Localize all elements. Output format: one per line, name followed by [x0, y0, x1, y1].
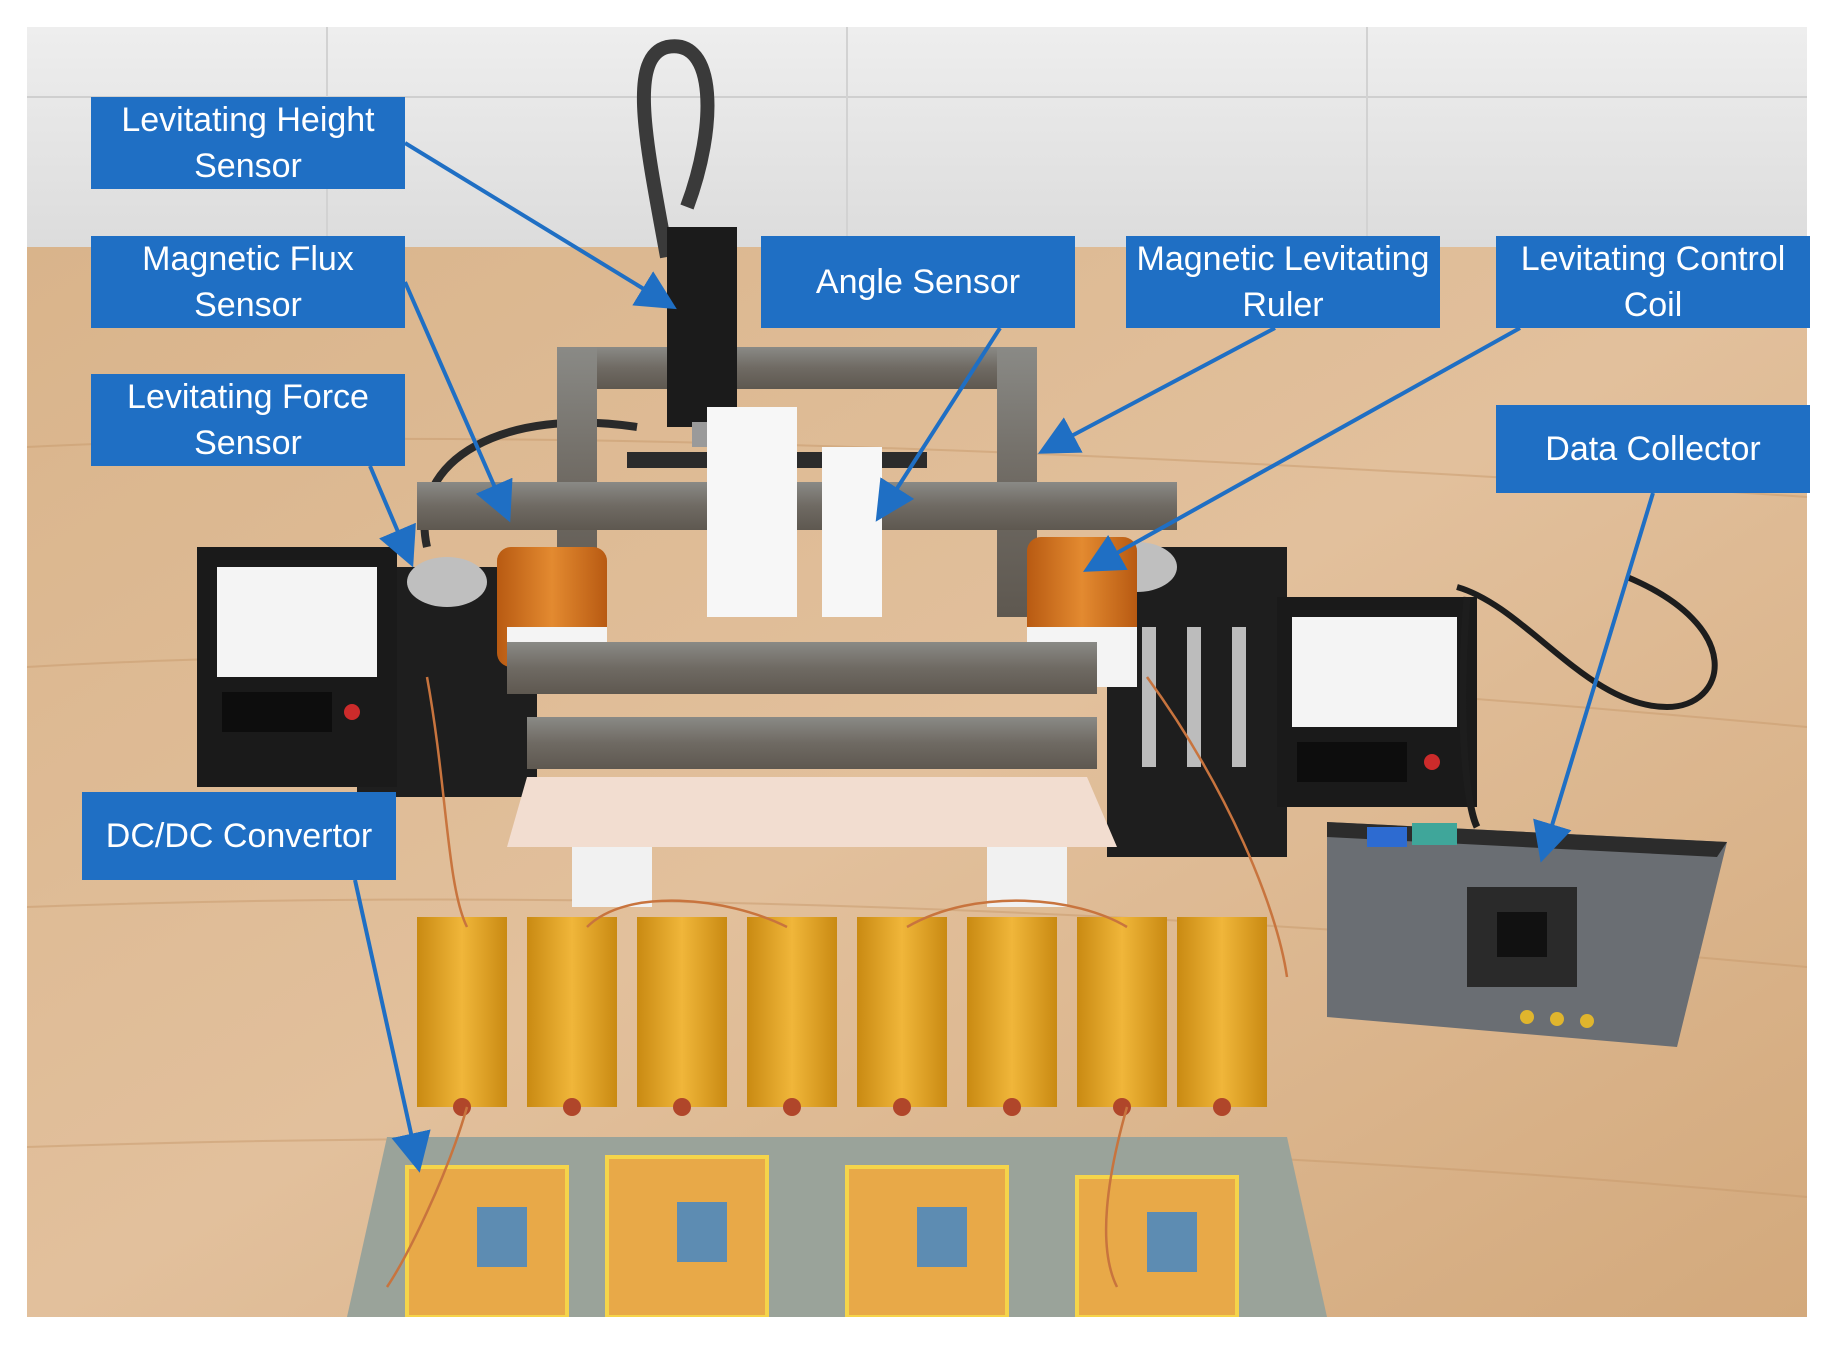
label-magnetic-flux-sensor: Magnetic Flux Sensor	[91, 236, 405, 328]
label-magnetic-levitating-ruler: Magnetic Levitating Ruler	[1126, 236, 1440, 328]
label-levitating-force-sensor: Levitating Force Sensor	[91, 374, 405, 466]
dc-dc-boards	[405, 1155, 1239, 1317]
label-dc-dc-convertor: DC/DC Convertor	[82, 792, 396, 880]
label-magnetic-levitating-ruler-text: Magnetic Levitating Ruler	[1136, 240, 1430, 324]
label-levitating-force-sensor-text: Levitating Force Sensor	[127, 378, 369, 462]
data-collector-board	[1327, 822, 1727, 1047]
label-data-collector-text: Data Collector	[1545, 430, 1761, 468]
rig-photo	[27, 27, 1807, 1317]
label-levitating-control-coil-text: Levitating Control Coil	[1520, 240, 1786, 324]
label-angle-sensor-text: Angle Sensor	[815, 263, 1021, 301]
label-magnetic-flux-sensor-text: Magnetic Flux Sensor	[142, 240, 354, 324]
platform	[507, 777, 1117, 847]
right-meter	[1277, 597, 1477, 807]
left-meter	[197, 547, 397, 787]
power-resistors	[417, 917, 1267, 1116]
height-sensor-body	[667, 227, 737, 427]
label-levitating-height-sensor: Levitating Height Sensor	[91, 97, 405, 189]
label-data-collector: Data Collector	[1496, 405, 1810, 493]
label-levitating-height-sensor-text: Levitating Height Sensor	[121, 101, 375, 185]
label-angle-sensor: Angle Sensor	[761, 236, 1075, 328]
label-levitating-control-coil: Levitating Control Coil	[1496, 236, 1810, 328]
rig-illustration	[27, 27, 1807, 1317]
label-dc-dc-convertor-text: DC/DC Convertor	[105, 817, 373, 855]
